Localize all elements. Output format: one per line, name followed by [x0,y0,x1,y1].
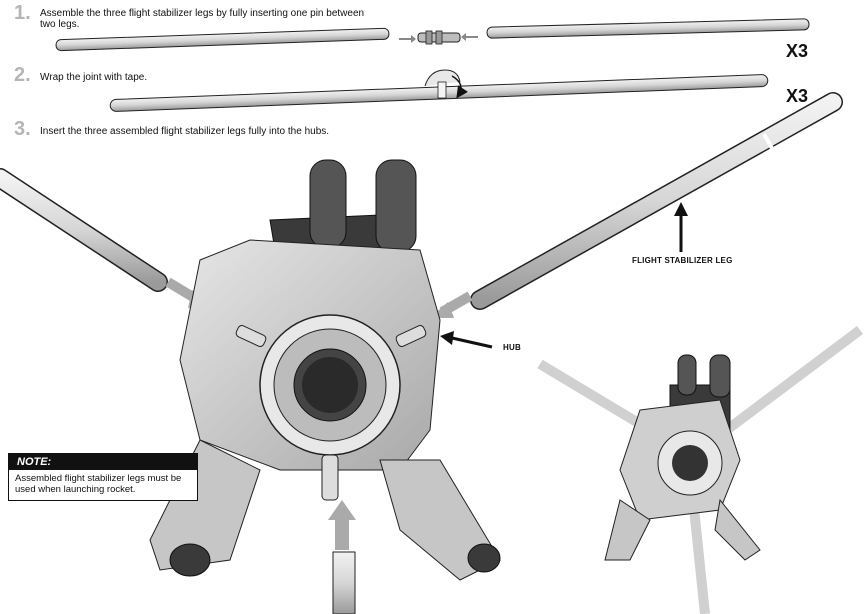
step-3: 3. Insert the three assembled flight sta… [14,118,330,140]
step-2: 2. Wrap the joint with tape. [14,64,148,86]
hub-callout-label: HUB [503,343,521,352]
step-2-number: 2. [14,64,31,86]
step-1-tube-left [55,27,390,52]
launcher-device [149,159,501,581]
step-1-text: Assemble the three flight stabilizer leg… [40,8,365,30]
step-1-arrow-left [399,35,416,43]
step-1-tube-right [486,18,810,39]
quantity-label-2: X3 [786,86,809,106]
hub-callout-arrow [440,331,493,349]
step-1-number: 1. [14,2,31,24]
step-3-text: Insert the three assembled flight stabil… [40,126,330,137]
note-box: NOTE: Assembled flight stabilizer legs m… [8,453,198,501]
step-1-arrow-right [461,33,478,41]
leg-callout-arrow [674,202,688,252]
stabilizer-leg-tube [470,92,843,310]
insert-arrow-bottom [328,500,356,550]
note-title: NOTE: [9,454,197,470]
tape-wrap-icon [424,69,468,99]
step-1: 1. Assemble the three flight stabilizer … [14,2,370,30]
note-body: Assembled flight stabilizer legs must be… [15,473,182,495]
step-1-pin [417,30,461,45]
left-leg-tube [0,168,168,292]
leg-callout-label: FLIGHT STABILIZER LEG [632,256,733,265]
small-launcher-device [537,326,863,614]
quantity-label-1: X3 [786,41,809,61]
step-3-number: 3. [14,118,31,140]
bottom-leg-tube [332,551,356,614]
step-2-text: Wrap the joint with tape. [40,72,148,83]
